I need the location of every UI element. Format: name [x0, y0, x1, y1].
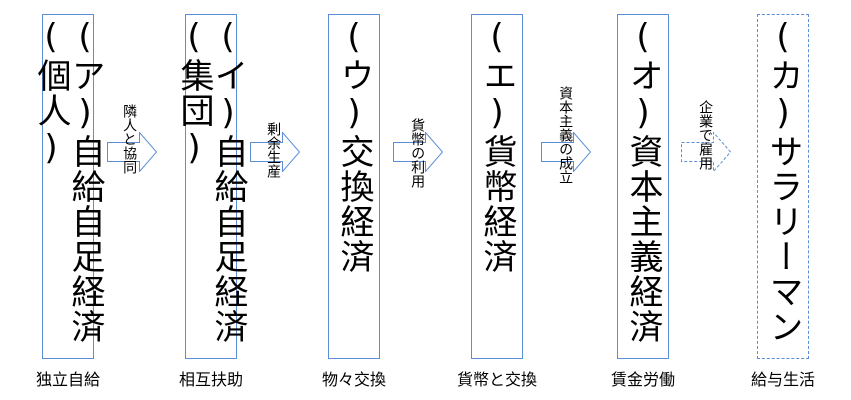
stage-box-a: (ア)自給自足経済(個人)	[31, 14, 105, 359]
transition-label-4: 資本主義の成立	[557, 86, 574, 184]
transition-label-1: 隣人と協同	[121, 104, 138, 174]
stage-box-f: (カ)サラリーマン	[757, 14, 809, 359]
arrow-right-icon	[107, 132, 157, 172]
stage-title-b: (イ)自給自足経済(集団)	[174, 17, 248, 344]
arrow-right-icon	[393, 132, 443, 172]
stage-caption-e: 賃金労働	[610, 370, 675, 389]
stage-title-a: (ア)自給自足経済(個人)	[31, 17, 105, 344]
stage-title-c: (ウ)交換経済	[334, 17, 374, 274]
stage-caption-a: 独立自給	[35, 370, 100, 389]
stage-title-f: (カ)サラリーマン	[763, 17, 803, 344]
stage-title-d: (エ)貨幣経済	[477, 17, 517, 274]
arrow-right-dashed-icon	[681, 132, 731, 172]
stage-caption-c: 物々交換	[321, 370, 386, 389]
arrow-right-icon	[250, 132, 300, 172]
stage-caption-b: 相互扶助	[178, 370, 243, 389]
transition-label-5: 企業で雇用	[697, 100, 714, 170]
arrow-right-icon	[541, 132, 591, 172]
stage-box-b: (イ)自給自足経済(集団)	[174, 14, 248, 359]
transition-label-3: 貨幣の利用	[409, 118, 426, 188]
transition-label-2: 剰余生産	[265, 122, 282, 178]
stage-title-e: (オ)資本主義経済	[623, 17, 663, 344]
stage-caption-d: 貨幣と交換	[456, 370, 537, 389]
stage-box-c: (ウ)交換経済	[328, 14, 380, 359]
stage-caption-f: 給与生活	[750, 370, 815, 389]
stage-box-e: (オ)資本主義経済	[617, 14, 669, 359]
stage-box-d: (エ)貨幣経済	[471, 14, 523, 359]
